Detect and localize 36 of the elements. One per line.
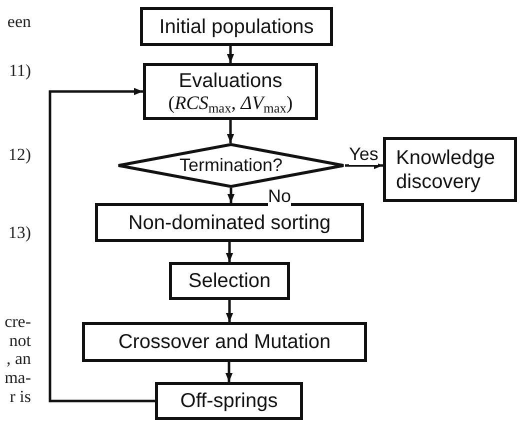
arrow bbox=[226, 46, 234, 63]
text-fragment: not bbox=[8, 332, 31, 351]
text-fragment: een bbox=[6, 13, 31, 32]
step-label: Knowledge discovery bbox=[396, 146, 496, 194]
step-label: Initial populations bbox=[159, 14, 314, 38]
decision-diamond bbox=[117, 143, 345, 188]
text-fragment: 13) bbox=[7, 224, 31, 243]
text-fragment: 12) bbox=[7, 146, 31, 165]
arrow bbox=[226, 120, 234, 143]
process-box bbox=[155, 382, 303, 420]
process-box bbox=[383, 137, 517, 202]
text-fragment: 11) bbox=[8, 62, 31, 81]
edge-label: Yes bbox=[349, 145, 378, 165]
step-label: Off-springs bbox=[180, 389, 278, 413]
step-label: Crossover and Mutation bbox=[118, 330, 331, 354]
process-box bbox=[169, 262, 290, 300]
step-label: Evaluations bbox=[178, 68, 282, 93]
arrow bbox=[226, 242, 234, 262]
text-fragment: cre- bbox=[4, 313, 31, 332]
process-box bbox=[143, 63, 318, 120]
process-box bbox=[95, 203, 364, 242]
arrow bbox=[226, 300, 234, 322]
step-label: Selection bbox=[188, 269, 271, 293]
feedback-arrow bbox=[48, 88, 155, 402]
arrow bbox=[345, 162, 383, 170]
decision-label: Termination? bbox=[179, 154, 283, 176]
arrow bbox=[227, 188, 235, 203]
formula-text: (RCS$_{max}$, ΔV$_{max}$) bbox=[168, 92, 293, 114]
process-box bbox=[82, 322, 367, 362]
text-fragment: , an bbox=[5, 350, 31, 369]
text-fragment: ma- bbox=[4, 369, 31, 388]
process-box bbox=[140, 7, 333, 46]
edge-label: No bbox=[268, 187, 292, 207]
text-fragment: r is bbox=[8, 388, 31, 407]
step-label: Non-dominated sorting bbox=[128, 210, 331, 234]
arrow bbox=[225, 362, 233, 382]
